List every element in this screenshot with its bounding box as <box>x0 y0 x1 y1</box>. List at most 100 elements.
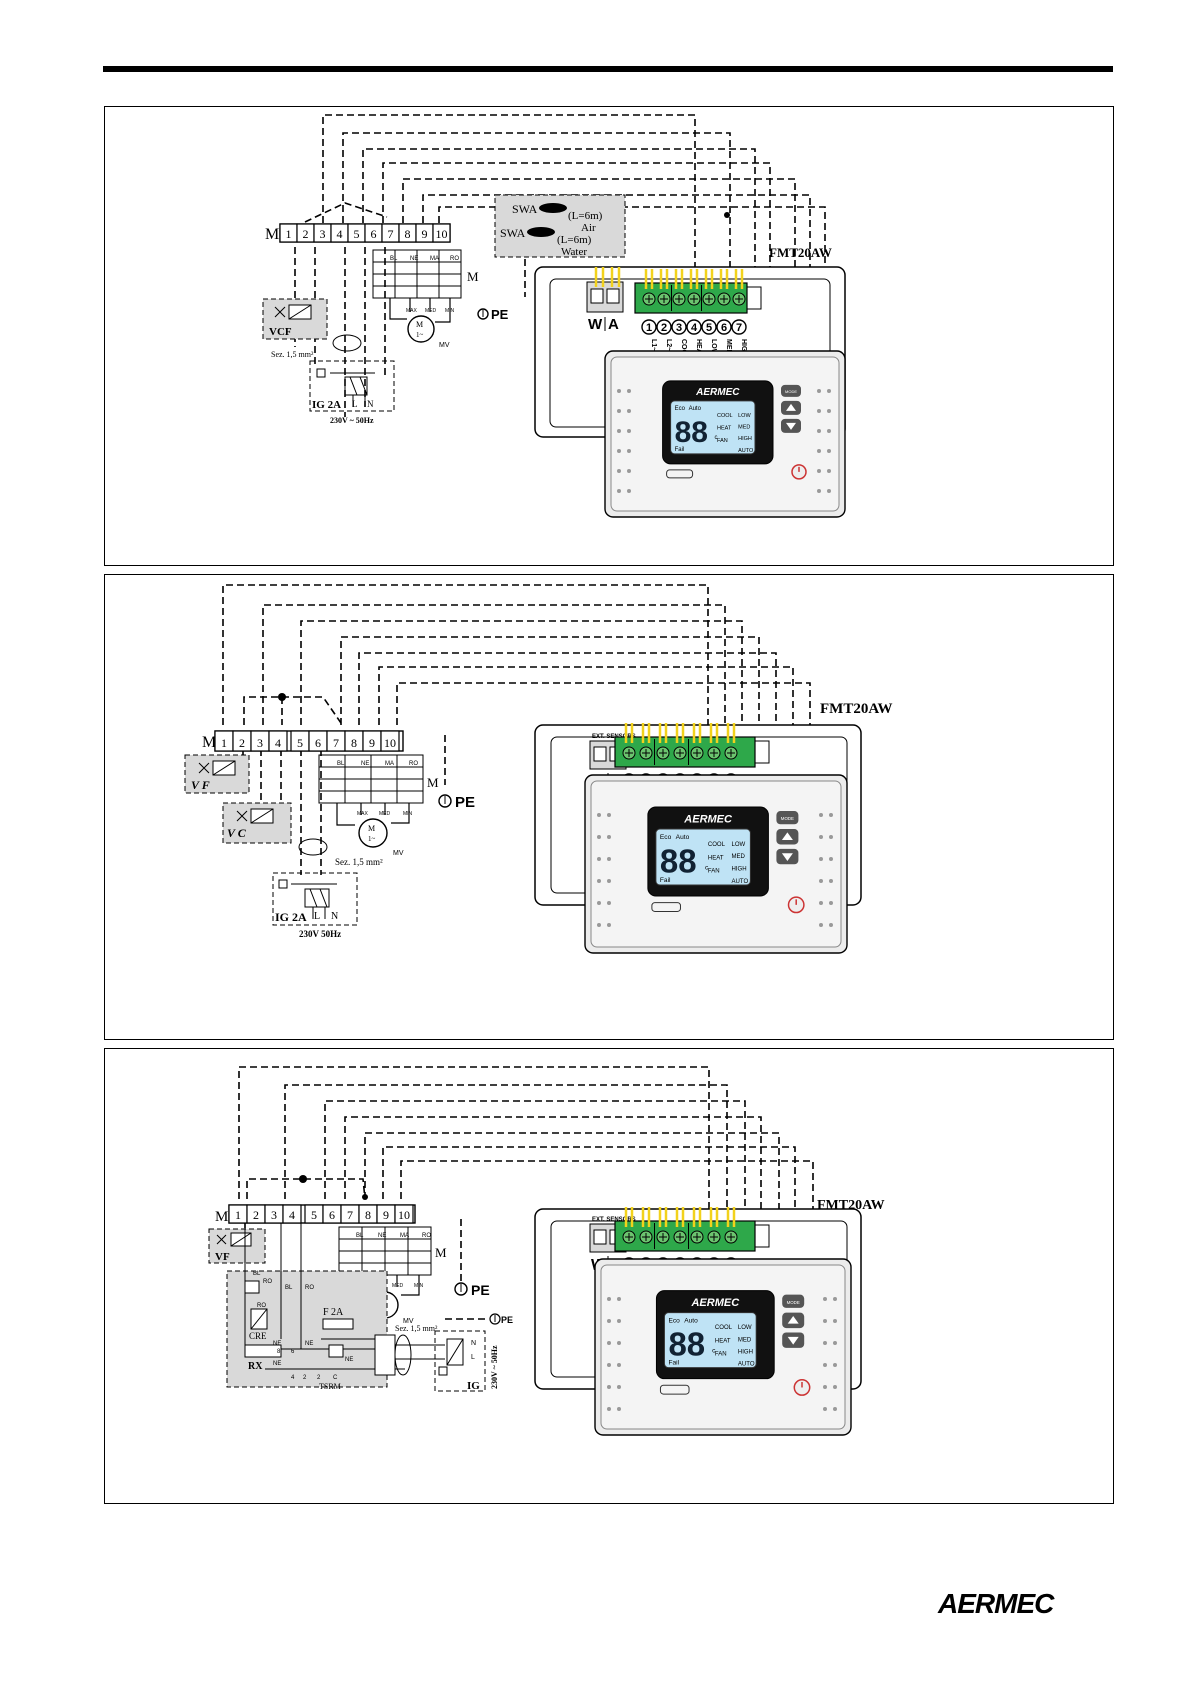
arrow-down-icon <box>786 422 796 430</box>
thermostat-terminal-number: 3 <box>676 322 682 334</box>
pe-ground-icon <box>438 794 452 808</box>
section-label: Sez. 1,5 mm² <box>335 857 383 867</box>
pe-label: PE <box>491 307 509 322</box>
thermostat-signal-label: L2~0 <box>665 339 672 355</box>
lcd-speed-label: MED <box>731 854 745 860</box>
lcd-auto: Auto <box>689 406 702 412</box>
terminal-number: 9 <box>383 1208 389 1222</box>
switch-icon <box>316 368 375 407</box>
speed-med: MED <box>392 1283 404 1289</box>
thermostat-terminal-number: 4 <box>691 322 698 334</box>
wire-code-bl: BL <box>337 761 345 767</box>
lcd-screen <box>663 1312 757 1369</box>
pe-label: PE <box>471 1282 490 1298</box>
water-name: Water <box>561 246 587 258</box>
motor-name: MV <box>439 342 450 349</box>
swa-air-label: SWA <box>512 202 538 216</box>
terminal-number: 5 <box>354 227 360 241</box>
speed-min: MIN <box>403 811 413 817</box>
mode-button[interactable] <box>782 1294 805 1308</box>
code-1: RO <box>257 1303 266 1309</box>
lcd-fail: Fail <box>660 877 671 884</box>
lcd-unit: c <box>705 864 709 871</box>
wire-code-ma: MA <box>385 761 394 767</box>
lcd-speed-label: AUTO <box>731 879 748 885</box>
thermostat-signal-label: HIGH <box>740 339 747 357</box>
lcd-eco: Eco <box>675 406 686 412</box>
speed-med: MED <box>379 811 391 817</box>
wire-code-ma: MA <box>400 1233 409 1239</box>
terminal-number: 9 <box>422 227 428 241</box>
num-3: 2 <box>303 1375 307 1381</box>
supply-label: 230V ~ 50Hz <box>490 1345 499 1389</box>
ext-sensors-label: EXT. SENSORS <box>592 734 636 740</box>
terminal-block-label: M <box>202 734 216 751</box>
cable-clamp <box>394 1334 412 1376</box>
terminal-block-label: M <box>265 226 279 243</box>
motor-block-label: M <box>435 1245 447 1260</box>
terminal-number: 3 <box>320 227 326 241</box>
terminal-number: 5 <box>311 1208 317 1222</box>
valve-icon <box>216 1232 252 1247</box>
terminal-number: 6 <box>371 227 377 241</box>
arrow-down-icon <box>787 1336 799 1345</box>
pe-label: PE <box>455 794 475 811</box>
terminal-number: 10 <box>384 736 396 750</box>
ext-sensors-label: EXT. SENSORS <box>592 1217 636 1223</box>
mode-button-label: MODE <box>785 389 797 394</box>
lcd-unit: c <box>714 435 717 441</box>
terminal-number: 1 <box>235 1208 241 1222</box>
lcd-unit: c <box>712 1347 716 1354</box>
supply-wires <box>395 1344 445 1360</box>
ig-label: IG <box>467 1380 480 1392</box>
wire-code-ro: RO <box>409 761 418 767</box>
lcd-speed-label: HIGH <box>731 866 746 872</box>
terminal-number: 5 <box>297 736 303 750</box>
speed-max: MAX <box>357 811 369 817</box>
terminal-number: 6 <box>315 736 321 750</box>
w-label: W <box>588 316 603 333</box>
motor-sub-label: 1~ <box>416 331 424 339</box>
lcd-digits: 88 <box>668 1326 705 1363</box>
num-5: C <box>333 1375 338 1381</box>
terminal-number: 9 <box>369 736 375 750</box>
motor-symbol <box>407 315 435 343</box>
arrow-up-icon <box>781 832 793 841</box>
lcd-speed-label: LOW <box>738 413 751 419</box>
display-brand: AERMEC <box>695 387 740 398</box>
num-2: 4 <box>291 1375 295 1381</box>
terminal-block-label: M <box>215 1209 228 1225</box>
motor-name: MV <box>393 850 404 857</box>
mode-button[interactable] <box>776 811 799 825</box>
thermostat-signal-label: MED <box>725 339 732 355</box>
motor-block-label: M <box>427 775 439 790</box>
terminal-number: 10 <box>398 1208 410 1222</box>
valve-label: VF <box>215 1251 230 1263</box>
wire-code-ne: NE <box>361 761 369 767</box>
valve2-label: V C <box>227 826 247 840</box>
mode-button[interactable] <box>781 384 801 397</box>
motor-wires <box>336 803 410 826</box>
motor-connector <box>338 1226 432 1276</box>
lcd-auto: Auto <box>676 834 690 841</box>
lcd-speed-label: MED <box>738 424 750 430</box>
ir-window <box>666 469 694 479</box>
sensor-yellow-wires <box>594 267 621 287</box>
lcd-mode-label: FAN <box>717 438 728 444</box>
switch-box <box>272 872 358 926</box>
terminal-number: 1 <box>286 227 292 241</box>
tsrm-label: TSRM <box>319 1382 341 1391</box>
water-sensor-icon <box>527 227 555 237</box>
lcd-mode-label: HEAT <box>715 1338 731 1344</box>
lcd-speed-label: HIGH <box>738 1349 753 1355</box>
speed-min: MIN <box>445 308 455 314</box>
code-0: BL <box>253 1271 261 1277</box>
